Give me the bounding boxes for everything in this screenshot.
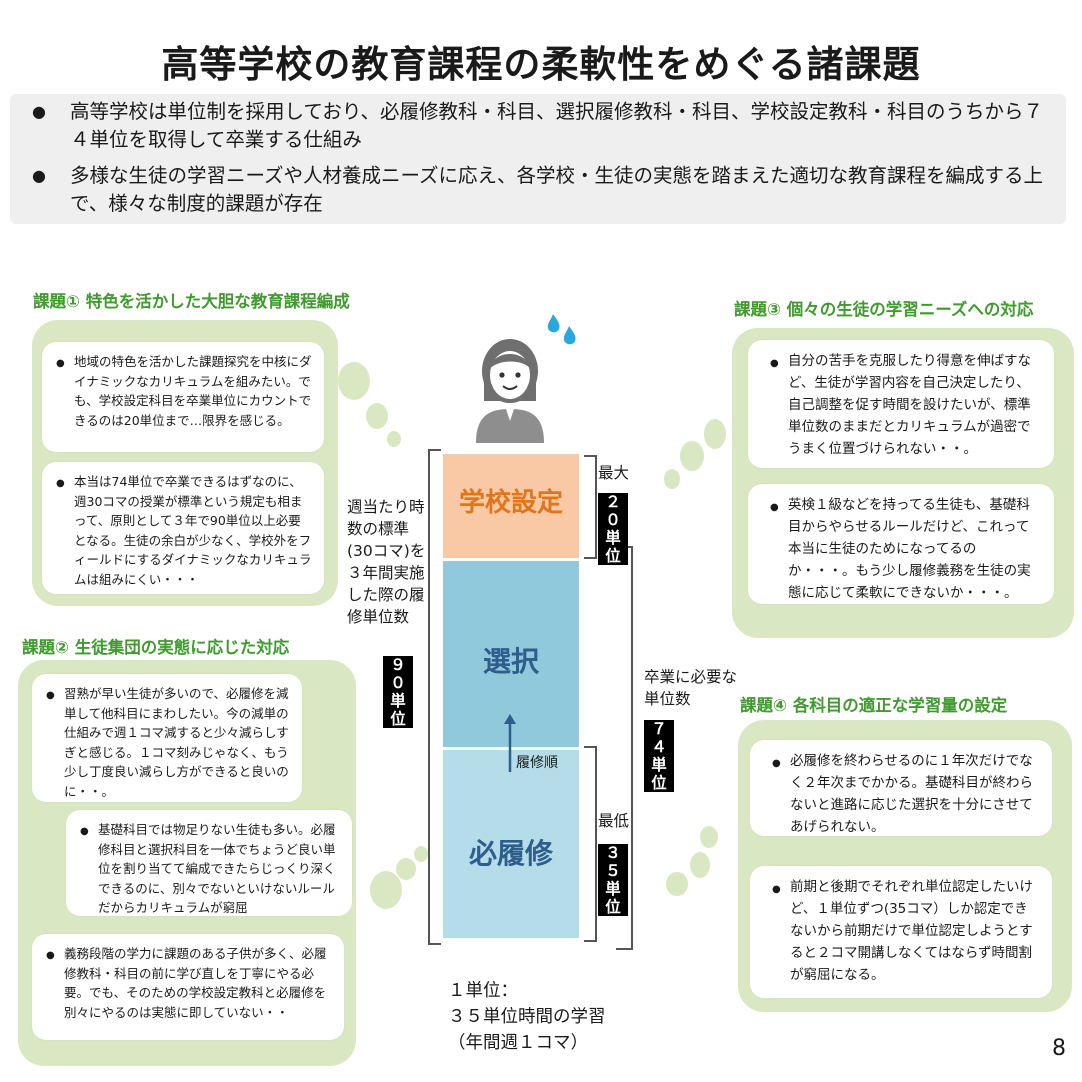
order-label: 履修順 xyxy=(516,755,558,771)
card-text: 英検１級などを持ってる生徒も、基礎科目からやらせるルールだけど、これって本当に生… xyxy=(788,497,1031,601)
min-value-unit: 単位 xyxy=(605,880,621,916)
standard-value-number: ９０ xyxy=(390,656,406,692)
card-text: 習熟が早い生徒が多いので、必履修を減単して他科目にまわしたい。今の減単の仕組みで… xyxy=(64,686,289,799)
bullet: ● xyxy=(32,102,46,121)
card-text: 義務段階の学力に課題のある子供が多く、必履修教科・科目の前に学び直しを丁寧にやる… xyxy=(64,946,327,1020)
bubble-dot xyxy=(690,852,710,878)
bullet: ● xyxy=(80,826,89,837)
bullet: ● xyxy=(772,758,781,769)
summary-box: ● 高等学校は単位制を採用しており、必履修教科・科目、選択履修教科・科目、学校設… xyxy=(10,94,1066,224)
unit-note-line: ３５単位時間の学習 xyxy=(448,1007,606,1027)
max-value-unit: 単位 xyxy=(605,529,621,565)
required-block xyxy=(443,750,579,938)
standard-value-unit: 単位 xyxy=(390,692,406,728)
standard-label-line: 数の標準 xyxy=(347,520,410,538)
min-value-number: ３５ xyxy=(605,844,621,880)
min-value: ３５ 単位 xyxy=(598,844,628,916)
card-text: 地域の特色を活かした課題探究を中核にダイナミックなカリキュラムを組みたい。でも、… xyxy=(74,354,312,428)
max-bracket xyxy=(584,455,597,559)
left-bracket xyxy=(428,449,441,945)
order-arrow-icon xyxy=(504,714,516,772)
bubble-dot xyxy=(370,871,402,909)
bullet: ● xyxy=(770,358,779,369)
bubble-dot xyxy=(704,419,726,449)
bubble-dot xyxy=(396,858,416,880)
graduation-label-line: 卒業に必要な xyxy=(644,668,738,686)
summary-text: 高等学校は単位制を採用しており、必履修教科・科目、選択履修教科・科目、学校設定教… xyxy=(70,100,1044,151)
min-bracket xyxy=(584,746,597,942)
max-label: 最大 xyxy=(598,464,630,482)
unit-note-line: １単位： xyxy=(448,981,518,1001)
card-text: 自分の苦手を克服したり得意を伸ばすなど、生徒が学習内容を自己決定したり、自己調整… xyxy=(788,353,1031,457)
graduation-value-number: ７４ xyxy=(651,720,667,756)
card-text: 必履修を終わらせるのに１年次だけでなく２年次までかかる。基礎科目が終わらないと進… xyxy=(790,753,1033,835)
min-label: 最低 xyxy=(598,812,630,830)
max-value: ２０ 単位 xyxy=(598,493,628,565)
bubble-dot xyxy=(387,431,401,447)
bubble-dot xyxy=(666,872,688,896)
elective-label: 選択 xyxy=(482,645,539,678)
standard-label-line: 修単位数 xyxy=(347,608,410,626)
bullet: ● xyxy=(772,884,781,895)
issue4-panel: ● 必履修を終わらせるのに１年次だけでなく２年次までかかる。基礎科目が終わらない… xyxy=(738,720,1072,1012)
bullet: ● xyxy=(46,950,55,961)
standard-value: ９０ 単位 xyxy=(383,656,413,728)
issue1-card: ● 本当は74単位で卒業できるはずなのに、週30コマの授業が標準という規定も相ま… xyxy=(42,462,324,594)
issue2-card: ● 習熟が早い生徒が多いので、必履修を減単して他科目にまわしたい。今の減単の仕組… xyxy=(32,674,302,802)
issue2-card: ● 基礎科目では物足りない生徒も多い。必履修科目と選択科目を一体でちょうど良い単… xyxy=(66,810,352,916)
standard-label: 週当たり時 数の標準 (30コマ)を ３年間実施 した際の履 修単位数 xyxy=(347,496,427,628)
required-label: 必履修 xyxy=(468,837,553,870)
bubble-dot xyxy=(664,469,680,489)
issue2-card: ● 義務段階の学力に課題のある子供が多く、必履修教科・科目の前に学び直しを丁寧に… xyxy=(32,934,344,1040)
issue1-title: 課題① 特色を活かした大胆な教育課程編成 xyxy=(33,292,350,311)
standard-label-line: した際の履 xyxy=(347,586,425,604)
school-setting-block xyxy=(443,454,579,558)
issue3-title: 課題③ 個々の生徒の学習ニーズへの対応 xyxy=(734,300,1034,319)
summary-item: ● 高等学校は単位制を採用しており、必履修教科・科目、選択履修教科・科目、学校設… xyxy=(24,98,1054,154)
bubble-dot xyxy=(338,362,370,400)
graduation-value: ７４ 単位 xyxy=(644,720,674,792)
page-number: 8 xyxy=(1052,1036,1066,1061)
person-icon xyxy=(476,339,544,443)
issue4-card: ● 前期と後期でそれぞれ単位認定したいけど、１単位ずつ(35コマ）しか認定できな… xyxy=(750,866,1052,998)
page-title: 高等学校の教育課程の柔軟性をめぐる諸課題 xyxy=(161,43,921,86)
sweat-drops-icon xyxy=(547,314,576,345)
standard-label-line: 週当たり時 xyxy=(347,498,425,516)
bullet: ● xyxy=(56,358,65,369)
bubble-dot xyxy=(366,403,388,429)
graduation-label-line: 単位数 xyxy=(644,690,691,708)
bullet: ● xyxy=(770,502,779,513)
issue3-card: ● 英検１級などを持ってる生徒も、基礎科目からやらせるルールだけど、これって本当… xyxy=(748,484,1054,604)
bullet: ● xyxy=(56,478,65,489)
summary-item: ● 多様な生徒の学習ニーズや人材養成ニーズに応え、各学校・生徒の実態を踏まえた適… xyxy=(24,162,1054,218)
issue2-panel: ● 習熟が早い生徒が多いので、必履修を減単して他科目にまわしたい。今の減単の仕組… xyxy=(18,660,356,1066)
issue3-panel: ● 自分の苦手を克服したり得意を伸ばすなど、生徒が学習内容を自己決定したり、自己… xyxy=(732,328,1074,638)
standard-label-line: ３年間実施 xyxy=(347,564,425,582)
card-text: 基礎科目では物足りない生徒も多い。必履修科目と選択科目を一体でちょうど良い単位を… xyxy=(98,822,336,915)
issue4-card: ● 必履修を終わらせるのに１年次だけでなく２年次までかかる。基礎科目が終わらない… xyxy=(750,740,1052,836)
graduation-value-unit: 単位 xyxy=(651,756,667,792)
unit-note-line: （年間週１コマ） xyxy=(448,1033,588,1053)
standard-label-line: (30コマ)を xyxy=(347,542,426,560)
card-text: 前期と後期でそれぞれ単位認定したいけど、１単位ずつ(35コマ）しか認定できないか… xyxy=(790,879,1033,983)
bubble-dot xyxy=(700,826,718,848)
graduation-label: 卒業に必要な 単位数 xyxy=(644,666,744,710)
issue3-card: ● 自分の苦手を克服したり得意を伸ばすなど、生徒が学習内容を自己決定したり、自己… xyxy=(748,340,1054,468)
max-value-number: ２０ xyxy=(605,493,621,529)
bullet: ● xyxy=(46,690,55,701)
summary-text: 多様な生徒の学習ニーズや人材養成ニーズに応え、各学校・生徒の実態を踏まえた適切な… xyxy=(70,164,1044,215)
card-text: 本当は74単位で卒業できるはずなのに、週30コマの授業が標準という規定も相まって… xyxy=(74,474,312,587)
bullet: ● xyxy=(32,166,46,185)
unit-note: １単位： ３５単位時間の学習 （年間週１コマ） xyxy=(448,978,606,1056)
bubble-dot xyxy=(414,846,428,862)
issue1-card: ● 地域の特色を活かした課題探究を中核にダイナミックなカリキュラムを組みたい。で… xyxy=(42,342,324,452)
issue2-title: 課題② 生徒集団の実態に応じた対応 xyxy=(22,638,290,657)
school-setting-label: 学校設定 xyxy=(458,488,563,518)
issue4-title: 課題④ 各科目の適正な学習量の設定 xyxy=(740,696,1008,715)
issue1-panel: ● 地域の特色を活かした課題探究を中核にダイナミックなカリキュラムを組みたい。で… xyxy=(32,320,338,606)
bubble-dot xyxy=(680,441,704,471)
